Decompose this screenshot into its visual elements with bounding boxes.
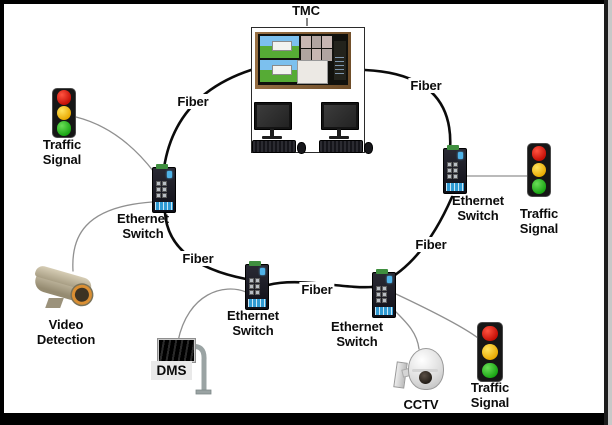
monitor-icon <box>321 102 359 130</box>
mouse-icon <box>364 142 373 154</box>
device-drop-lines <box>72 116 528 350</box>
ethernet-switch-icon <box>372 269 396 318</box>
traffic-signal-label: Traffic Signal <box>470 380 510 411</box>
tmc-title: TMC <box>292 3 320 18</box>
drop-line-cctv <box>393 309 420 350</box>
traffic-signal-icon <box>477 322 503 382</box>
ethernet-switch-label: Ethernet Switch <box>452 193 504 224</box>
fiber-label: Fiber <box>413 237 449 253</box>
video-wall-camera-thumbnails <box>301 36 332 61</box>
video-wall-menu-panel <box>333 41 347 80</box>
frame-border <box>0 0 612 4</box>
keyboard-icon <box>319 140 363 153</box>
traffic-signal-icon <box>527 143 551 197</box>
mouse-icon <box>297 142 306 154</box>
drop-line-video-detection <box>72 201 153 272</box>
operator-workstation <box>319 102 373 154</box>
tmc-box <box>251 27 373 154</box>
monitor-icon <box>254 102 292 130</box>
ethernet-switch-label: Ethernet Switch <box>117 211 169 242</box>
fiber-label: Fiber <box>408 78 444 94</box>
video-wall <box>255 32 351 89</box>
video-detection-camera-icon <box>32 264 97 312</box>
drop-line-signal-bottomright <box>395 293 479 339</box>
dms-label: DMS <box>151 361 192 380</box>
video-detection-label: Video Detection <box>36 317 96 348</box>
fiber-label: Fiber <box>299 282 335 298</box>
keyboard-icon <box>252 140 296 153</box>
drop-line-dms <box>177 288 247 342</box>
ethernet-switch-label: Ethernet Switch <box>331 319 383 350</box>
traffic-signal-label: Traffic Signal <box>42 137 82 168</box>
frame-border <box>0 413 612 425</box>
frame-border <box>0 0 4 425</box>
ethernet-switch-icon <box>443 145 467 194</box>
cctv-label: CCTV <box>403 397 439 412</box>
ethernet-switch-label: Ethernet Switch <box>227 308 279 339</box>
operator-workstation <box>252 102 306 154</box>
fiber-link-tmc-to-left-switch <box>162 68 253 170</box>
frame-border <box>604 0 608 425</box>
dms-sign-icon <box>158 339 195 362</box>
traffic-signal-label: Traffic Signal <box>519 206 559 237</box>
ethernet-switch-icon <box>245 261 269 310</box>
video-wall-desktop-feed <box>259 36 300 59</box>
video-wall-desktop-feed <box>259 60 300 83</box>
fiber-link-left-to-bottomleft-switch <box>163 211 248 281</box>
fiber-label: Fiber <box>175 94 211 110</box>
cctv-camera-icon <box>393 342 447 396</box>
frame-border <box>608 0 612 425</box>
video-wall-document-window <box>296 59 329 84</box>
fiber-label: Fiber <box>180 251 216 267</box>
ethernet-switch-icon <box>152 164 176 213</box>
video-wall-screen <box>258 34 348 85</box>
drop-line-signal-topleft <box>75 116 155 173</box>
traffic-signal-icon <box>52 88 76 138</box>
